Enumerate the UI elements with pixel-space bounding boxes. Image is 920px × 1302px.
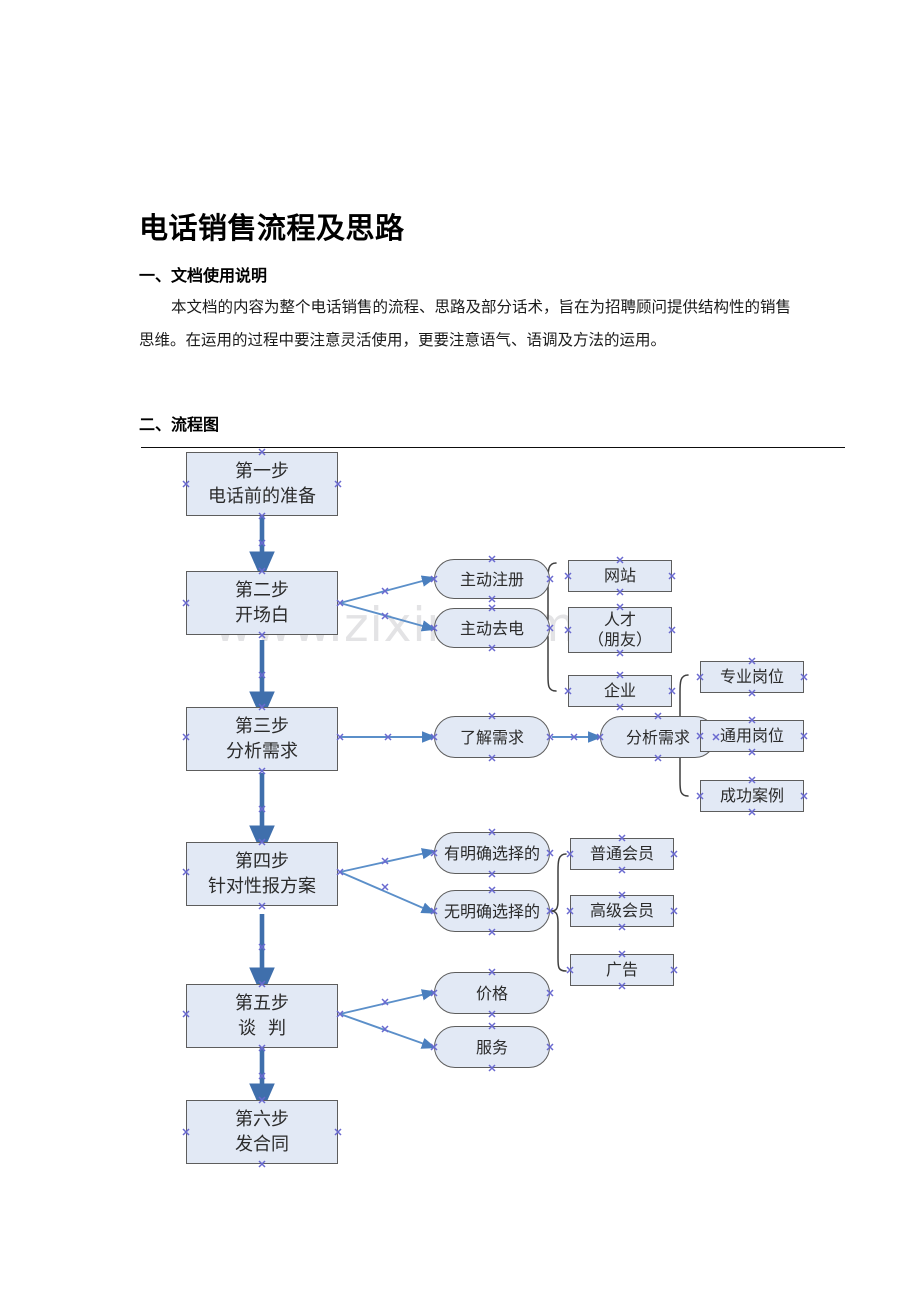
flow-node-analyze-needs-label: 分析需求	[625, 727, 690, 747]
flow-node-professional-position[interactable]: 专业岗位	[700, 661, 804, 693]
flow-node-step4[interactable]: 第四步 针对性报方案	[186, 842, 338, 906]
flow-node-step3-line2: 分析需求	[226, 741, 298, 762]
horizontal-divider	[141, 447, 845, 448]
flow-node-service[interactable]: 服务	[434, 1026, 550, 1068]
flow-node-clear-choice-label: 有明确选择的	[443, 843, 540, 863]
flow-node-step5[interactable]: 第五步 谈判	[186, 984, 338, 1048]
flow-node-talent[interactable]: 人才 （朋友）	[568, 607, 672, 653]
flow-node-general-position[interactable]: 通用岗位	[700, 720, 804, 752]
flow-node-success-case-label: 成功案例	[719, 786, 784, 805]
section-1-body: 本文档的内容为整个电话销售的流程、思路及部分话术，旨在为招聘顾问提供结构性的销售…	[139, 298, 792, 349]
flow-node-unclear-choice[interactable]: 无明确选择的	[434, 890, 550, 932]
flow-node-price[interactable]: 价格	[434, 972, 550, 1014]
flow-node-step1-line1: 第一步	[235, 461, 289, 482]
section-1-heading: 一、文档使用说明	[139, 266, 268, 285]
flow-node-enterprise-label: 企业	[603, 681, 636, 700]
flow-node-step4-line1: 第四步	[235, 851, 289, 872]
flow-node-active-register[interactable]: 主动注册	[434, 559, 550, 599]
flow-node-step3[interactable]: 第三步 分析需求	[186, 707, 338, 771]
flow-node-step6-line2: 发合同	[235, 1134, 289, 1155]
flow-node-understand-needs[interactable]: 了解需求	[434, 716, 550, 758]
flow-node-success-case[interactable]: 成功案例	[700, 780, 804, 812]
flow-node-step1-line2: 电话前的准备	[208, 486, 316, 507]
flow-node-step6-line1: 第六步	[235, 1109, 289, 1130]
flow-node-active-register-label: 主动注册	[459, 569, 524, 589]
flow-node-step2[interactable]: 第二步 开场白	[186, 571, 338, 635]
flow-node-understand-needs-label: 了解需求	[459, 727, 524, 747]
flow-node-active-call[interactable]: 主动去电	[434, 608, 550, 648]
flow-node-general-position-label: 通用岗位	[719, 726, 784, 745]
flow-node-talent-line2: （朋友）	[587, 630, 652, 649]
flow-node-step4-line2: 针对性报方案	[208, 876, 316, 897]
flow-node-active-call-label: 主动去电	[459, 618, 524, 638]
flow-node-website-label: 网站	[603, 566, 636, 585]
flow-node-talent-line1: 人才	[603, 610, 636, 629]
flow-node-step2-line2: 开场白	[235, 605, 289, 626]
section-2-heading: 二、流程图	[139, 415, 220, 434]
flow-node-advertisement[interactable]: 广告	[570, 954, 674, 986]
flow-node-regular-member-label: 普通会员	[589, 844, 654, 863]
flow-node-advertisement-label: 广告	[605, 960, 638, 979]
flow-node-step2-line1: 第二步	[235, 580, 289, 601]
flow-node-service-label: 服务	[475, 1037, 508, 1057]
flow-node-professional-position-label: 专业岗位	[719, 667, 784, 686]
flow-node-analyze-needs[interactable]: 分析需求	[600, 716, 716, 758]
flow-node-enterprise[interactable]: 企业	[568, 675, 672, 707]
flow-node-step5-line1: 第五步	[235, 993, 289, 1014]
flow-node-website[interactable]: 网站	[568, 560, 672, 592]
flow-node-step6[interactable]: 第六步 发合同	[186, 1100, 338, 1164]
flow-node-regular-member[interactable]: 普通会员	[570, 838, 674, 870]
flow-node-premium-member-label: 高级会员	[589, 901, 654, 920]
flow-node-premium-member[interactable]: 高级会员	[570, 895, 674, 927]
flow-node-unclear-choice-label: 无明确选择的	[443, 901, 540, 921]
flow-node-price-label: 价格	[475, 983, 508, 1003]
page-title: 电话销售流程及思路	[139, 211, 405, 245]
flow-node-step5-line2: 谈判	[238, 1018, 298, 1039]
flow-node-step3-line1: 第三步	[235, 716, 289, 737]
flow-node-step1[interactable]: 第一步 电话前的准备	[186, 452, 338, 516]
flow-node-clear-choice[interactable]: 有明确选择的	[434, 832, 550, 874]
